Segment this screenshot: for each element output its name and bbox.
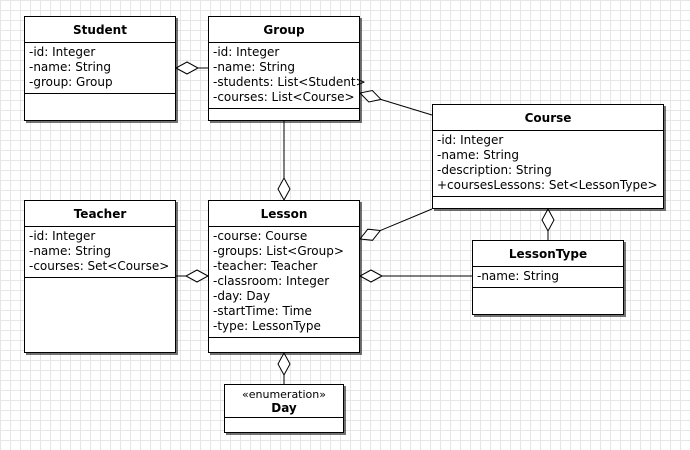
- attribute-row: -id: Integer: [213, 45, 280, 59]
- enum-day-name: Day: [271, 400, 297, 415]
- enum-stereotype: «enumeration»: [242, 387, 326, 401]
- attribute-row: +coursesLessons: Set<LessonType>: [437, 178, 658, 192]
- attribute-row: -course: Course: [213, 229, 308, 243]
- class-lessontype-name: LessonType: [473, 241, 623, 267]
- enum-day-header: «enumeration» Day: [225, 385, 343, 418]
- attribute-row: -id: Integer: [29, 229, 96, 243]
- class-student-attributes: -id: Integer-name: String-group: Group: [25, 43, 175, 94]
- attribute-row: -group: Group: [29, 75, 113, 89]
- class-lesson-name: Lesson: [209, 201, 359, 227]
- aggregation-line-course-group[interactable]: [380, 98, 433, 116]
- attribute-row: -type: LessonType: [213, 319, 321, 333]
- attribute-row: -id: Integer: [29, 45, 96, 59]
- class-course-name: Course: [433, 105, 663, 131]
- attribute-row: -teacher: Teacher: [213, 259, 318, 273]
- attribute-row: -name: String: [29, 60, 112, 74]
- aggregation-diamond-lesson: [277, 351, 291, 377]
- attribute-row: -courses: List<Course>: [213, 90, 355, 104]
- attribute-row: -id: Integer: [437, 133, 504, 147]
- class-group[interactable]: Group -id: Integer-name: String-students…: [208, 16, 366, 121]
- class-lessontype[interactable]: LessonType -name: String: [472, 240, 624, 315]
- aggregation-diamond-course: [541, 207, 555, 233]
- class-course[interactable]: Course -id: Integer-name: String-descrip…: [432, 104, 664, 209]
- attribute-row: -name: String: [213, 60, 296, 74]
- aggregation-diamond-lesson: [184, 269, 210, 283]
- attribute-row: -courses: Set<Course>: [29, 259, 170, 273]
- class-group-name: Group: [209, 17, 359, 43]
- class-lesson-attributes: -course: Course-groups: List<Group>-teac…: [209, 227, 359, 338]
- aggregation-diamond-group: [359, 89, 382, 103]
- class-course-attributes: -id: Integer-name: String-description: S…: [433, 131, 663, 197]
- attribute-row: -classroom: Integer: [213, 274, 330, 288]
- attribute-row: -name: String: [29, 244, 112, 258]
- class-group-attributes: -id: Integer-name: String-students: List…: [209, 43, 366, 109]
- class-teacher-attributes: -id: Integer-name: String-courses: Set<C…: [25, 227, 175, 278]
- aggregation-diamond-group: [174, 61, 200, 75]
- aggregation-diamond-lesson: [358, 269, 384, 283]
- attribute-row: -day: Day: [213, 289, 271, 303]
- attribute-row: -startTime: Time: [213, 304, 312, 318]
- class-student[interactable]: Student -id: Integer-name: String-group:…: [24, 16, 176, 121]
- aggregation-diamond-lesson: [359, 228, 382, 241]
- attribute-row: -name: String: [477, 269, 560, 283]
- attribute-row: -groups: List<Group>: [213, 244, 344, 258]
- class-student-name: Student: [25, 17, 175, 43]
- attribute-row: -students: List<Student>: [213, 75, 366, 89]
- aggregation-diamond-lesson: [277, 176, 291, 202]
- aggregation-line-course-lesson[interactable]: [380, 208, 433, 232]
- enum-day[interactable]: «enumeration» Day: [224, 384, 344, 433]
- class-teacher[interactable]: Teacher -id: Integer-name: String-course…: [24, 200, 176, 353]
- class-lessontype-attributes: -name: String: [473, 267, 623, 288]
- class-teacher-name: Teacher: [25, 201, 175, 227]
- class-lesson[interactable]: Lesson -course: Course-groups: List<Grou…: [208, 200, 360, 353]
- attribute-row: -description: String: [437, 163, 552, 177]
- attribute-row: -name: String: [437, 148, 520, 162]
